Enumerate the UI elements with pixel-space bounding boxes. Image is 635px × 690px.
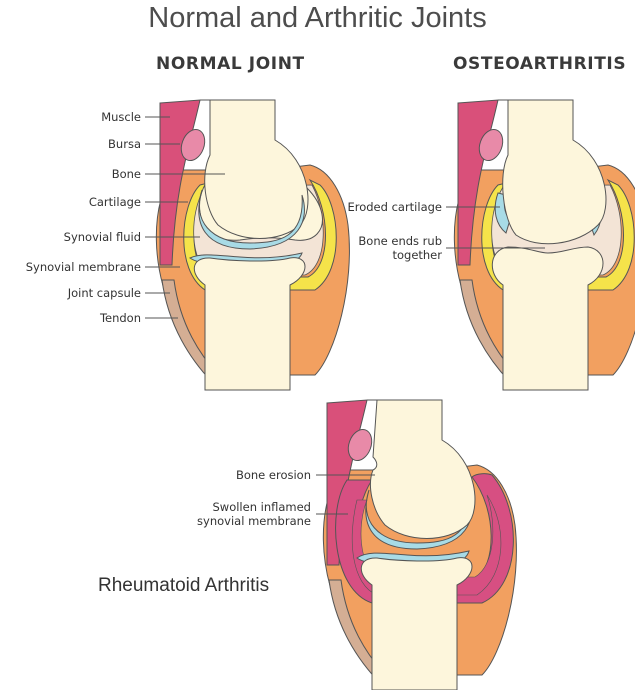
osteoarthritis-joint (453, 99, 635, 391)
label-swollen-inflamed: Swollen inflamed (212, 500, 311, 514)
normal-joint (155, 99, 350, 391)
diagram-title: Normal and Arthritic Joints (148, 2, 487, 34)
label-synovial-membrane-ra: synovial membrane (197, 514, 311, 528)
osteo-leader-lines (446, 206, 545, 249)
label-muscle: Muscle (101, 110, 141, 124)
osteoarthritis-heading: OSTEOARTHRITIS (453, 54, 627, 74)
rheumatoid-leader-lines (316, 474, 375, 515)
label-cartilage: Cartilage (88, 195, 141, 209)
rheumatoid-joint (322, 399, 517, 690)
label-bone-erosion: Bone erosion (235, 468, 311, 482)
normal-leader-lines (145, 116, 225, 319)
label-tendon: Tendon (99, 311, 141, 325)
normal-joint-heading: NORMAL JOINT (156, 54, 305, 74)
label-synovial-membrane: Synovial membrane (25, 260, 141, 274)
label-joint-capsule: Joint capsule (67, 286, 141, 300)
label-together: together (392, 248, 442, 262)
label-bursa: Bursa (108, 137, 141, 151)
rheumatoid-heading: Rheumatoid Arthritis (98, 575, 270, 596)
label-synovial-fluid: Synovial fluid (63, 230, 141, 244)
label-eroded-cartilage: Eroded cartilage (347, 200, 442, 214)
label-bone-ends-rub: Bone ends rub (358, 234, 442, 248)
label-bone: Bone (111, 167, 141, 181)
